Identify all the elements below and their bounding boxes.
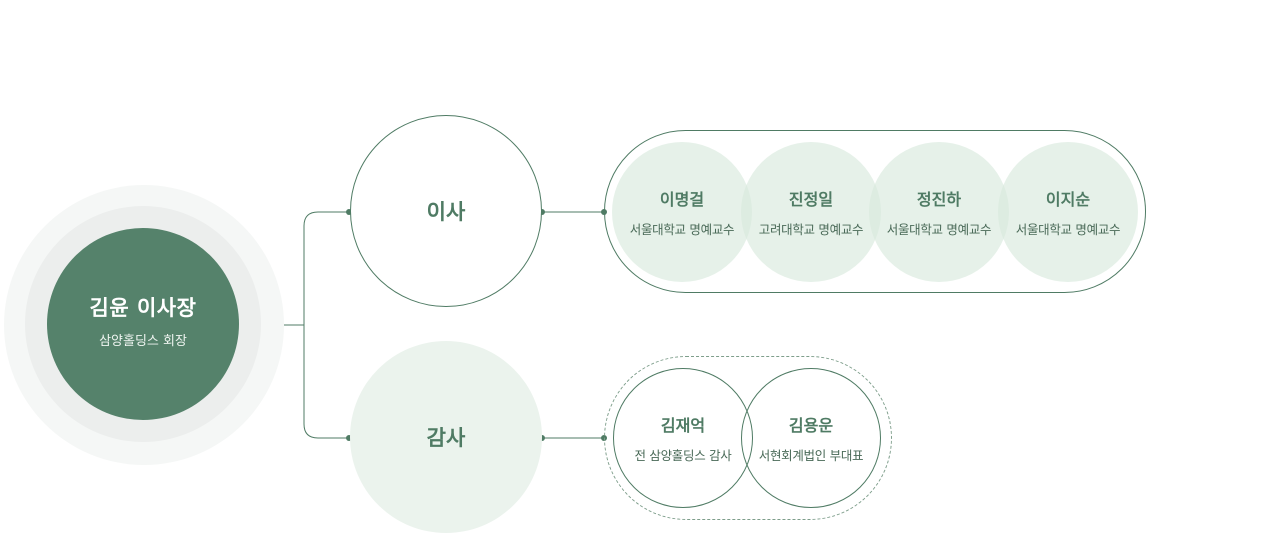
member-name: 김용운	[788, 416, 834, 435]
chairman-role: 삼양홀딩스 회장	[99, 333, 187, 349]
audit-branch	[303, 325, 349, 439]
member-role: 서현회계법인 부대표	[758, 448, 864, 463]
board-member: 진정일 고려대학교 명예교수	[741, 142, 881, 282]
audit-members-container	[604, 356, 892, 520]
member-name: 진정일	[788, 190, 834, 209]
board-member: 이지순 서울대학교 명예교수	[998, 142, 1138, 282]
member-name: 김재억	[660, 416, 706, 435]
audit-member: 김용운 서현회계법인 부대표	[741, 368, 881, 508]
member-role: 서울대학교 명예교수	[1015, 222, 1121, 237]
audit-group-label: 감사	[426, 426, 466, 450]
member-name: 정진하	[916, 190, 962, 209]
board-members-container	[604, 130, 1146, 293]
member-role: 전 삼양홀딩스 감사	[634, 448, 732, 463]
board-group-label: 이사	[426, 200, 466, 224]
member-role: 서울대학교 명예교수	[886, 222, 992, 237]
chairman-node: 김윤 이사장 삼양홀딩스 회장	[47, 228, 239, 420]
member-name: 이지순	[1045, 190, 1091, 209]
board-member: 이명걸 서울대학교 명예교수	[612, 142, 752, 282]
chairman-name: 김윤 이사장	[89, 295, 197, 320]
member-role: 고려대학교 명예교수	[758, 222, 864, 237]
board-branch	[303, 211, 349, 325]
board-group-node: 이사	[350, 115, 542, 307]
member-role: 서울대학교 명예교수	[629, 222, 735, 237]
audit-group-node: 감사	[350, 341, 542, 533]
member-name: 이명걸	[659, 190, 705, 209]
audit-member: 김재억 전 삼양홀딩스 감사	[613, 368, 753, 508]
board-member: 정진하 서울대학교 명예교수	[869, 142, 1009, 282]
